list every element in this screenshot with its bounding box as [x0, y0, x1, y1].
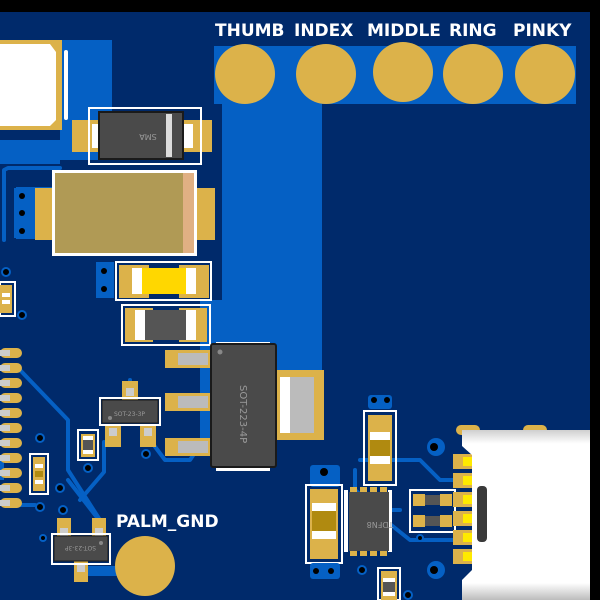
palm-gnd-pad[interactable]	[115, 536, 175, 596]
finger-labels: THUMB INDEX MIDDLE RING PINKY	[215, 21, 572, 41]
finger-pad-pinky[interactable]	[515, 44, 575, 104]
finger-pad-index[interactable]	[296, 44, 356, 104]
ic-tdfn8: TDFN8	[344, 487, 395, 575]
finger-label-middle: MIDDLE	[367, 21, 441, 41]
capacitor-c-bottom	[377, 567, 413, 600]
finger-label-index: INDEX	[294, 21, 353, 41]
finger-label-ring: RING	[449, 21, 497, 41]
capacitor-c-right-bottom	[305, 465, 343, 579]
usb-c-connector	[427, 425, 590, 600]
finger-pad-ring[interactable]	[443, 44, 503, 104]
inductor-component	[121, 304, 211, 346]
regulator-sot223: SOT-223-4P	[165, 342, 324, 471]
finger-label-pinky: PINKY	[513, 21, 572, 41]
regulator-package-label: SOT-223-4P	[237, 385, 248, 443]
capacitor-c-left-mid	[29, 433, 65, 512]
finger-pad-middle[interactable]	[373, 42, 433, 102]
edge-connector-pads	[0, 348, 22, 508]
finger-pads	[215, 42, 575, 104]
finger-label-thumb: THUMB	[215, 21, 285, 41]
fuse-component	[16, 170, 215, 256]
capacitor-c-left-top	[0, 267, 27, 320]
switch-component	[0, 40, 68, 130]
transistor-a-sot23: SOT-23-3P	[99, 381, 161, 459]
vias	[39, 534, 47, 542]
diode-package-label: SMA	[139, 132, 157, 141]
resistor-r1	[77, 429, 99, 473]
palm-gnd-label: PALM_GND	[116, 512, 219, 532]
ic-package-label: TDFN8	[367, 520, 395, 529]
transistor-a-package-label: SOT-23-3P	[114, 411, 145, 418]
finger-pad-thumb[interactable]	[215, 44, 275, 104]
resistor-array	[409, 489, 456, 542]
diode-sma: SMA	[72, 107, 212, 165]
transistor-b-sot23: SOT-23-3P	[51, 505, 118, 582]
led-component	[96, 261, 212, 301]
transistor-b-package-label: SOT-23-3P	[65, 544, 96, 551]
capacitor-c-right-top	[363, 395, 397, 486]
